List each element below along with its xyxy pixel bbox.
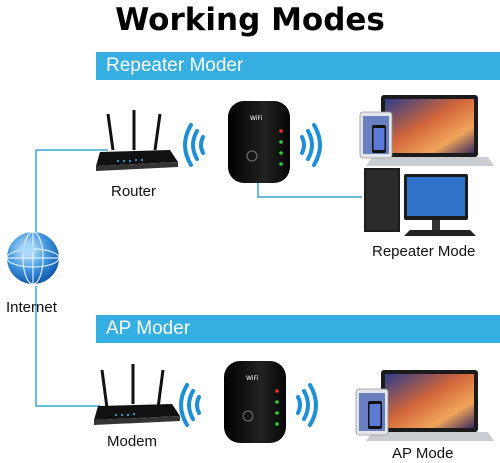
modem-label: Modem <box>107 433 158 450</box>
ap-mode-banner: AP Moder <box>96 315 500 343</box>
diagram-title: Working Modes <box>115 2 385 38</box>
svg-text:WiFi: WiFi <box>250 115 262 122</box>
phone-icon <box>368 401 382 429</box>
router-icon <box>96 110 178 171</box>
wifi-signal-icon <box>179 383 201 427</box>
phone-icon <box>372 125 386 153</box>
cable-repeater-desktop <box>257 183 362 198</box>
desktop-computer-icon <box>364 168 476 236</box>
cable-internet-modem <box>35 286 100 407</box>
wifi-signal-icon <box>183 123 205 167</box>
globe-icon <box>6 231 60 285</box>
wifi-signal-icon <box>296 383 318 427</box>
router-label: Router <box>111 183 157 200</box>
cables <box>35 149 362 407</box>
modem-icon <box>94 364 180 425</box>
cable-internet-router <box>35 149 108 232</box>
repeater-icon: WiFi <box>224 361 286 443</box>
ap-mode-label: AP Mode <box>392 445 454 462</box>
wifi-signal-icon <box>300 123 322 167</box>
repeater-mode-label: Repeater Mode <box>372 243 476 260</box>
repeater-mode-banner: Repeater Moder <box>96 52 500 80</box>
laptop-icon <box>366 95 494 166</box>
laptop-icon <box>366 370 494 441</box>
repeater-icon: WiFi <box>228 101 290 183</box>
internet-label: Internet <box>6 299 57 316</box>
svg-text:WiFi: WiFi <box>246 375 258 382</box>
